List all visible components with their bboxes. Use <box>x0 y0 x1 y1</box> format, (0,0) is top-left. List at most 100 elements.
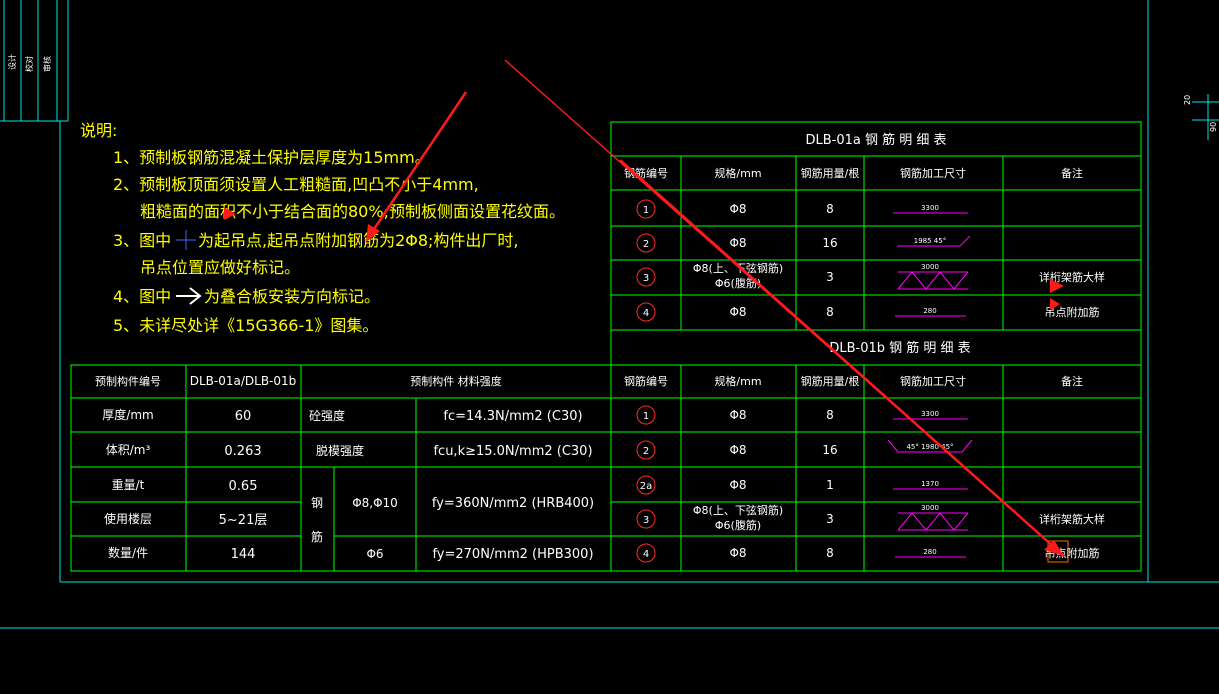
table-b-title: DLB-01b 钢 筋 明 细 表 <box>829 340 970 356</box>
row-thickness-value: 60 <box>235 409 252 424</box>
table-b-row2-spec: Φ8 <box>729 443 746 457</box>
row-weight-value: 0.65 <box>229 479 258 494</box>
steel-b-value: fy=270N/mm2 (HPB300) <box>432 547 593 562</box>
row-weight-label: 重量/t <box>112 478 145 492</box>
table-b-row4-spec2: Φ6(腹筋) <box>715 518 761 532</box>
table-a-row1-no: 1 <box>643 205 649 216</box>
table-a-header-note: 备注 <box>1061 166 1083 180</box>
truss-bar-shape <box>897 271 969 290</box>
left-title-strip: 设计 校对 审核 <box>7 54 52 72</box>
table-a-row3-spec2: Φ6(腹筋) <box>715 276 761 290</box>
table-b-row5-spec: Φ8 <box>729 546 746 560</box>
table-b-row4-shape: 3000 <box>921 504 939 512</box>
table-a-row3-no: 3 <box>643 273 649 284</box>
table-a-row2-spec: Φ8 <box>729 236 746 250</box>
annotation-arrow-shaft <box>370 91 468 233</box>
note-2: 2、预制板顶面须设置人工粗糙面,凹凸不小于4mm, <box>113 175 479 194</box>
table-b-row1-shape: 3300 <box>921 410 939 418</box>
red-marker-flag-icon <box>1050 279 1064 293</box>
table-a-row2-qty: 16 <box>822 236 837 250</box>
demold-strength-label: 脱模强度 <box>316 443 364 458</box>
table-b-header-no: 钢筋编号 <box>624 374 668 388</box>
install-direction-arrow-icon <box>176 287 202 305</box>
table-b-row5-qty: 8 <box>826 546 834 560</box>
drawing-frame <box>0 0 1219 629</box>
truss-bar-shape <box>897 512 969 531</box>
material-table: 预制构件编号 DLB-01a/DLB-01b 预制构件 材料强度 厚度/mm 6… <box>70 364 612 572</box>
table-a-row4-spec: Φ8 <box>729 305 746 319</box>
table-a-row4-shape: 280 <box>923 307 936 315</box>
steel-label-2: 筋 <box>311 529 323 544</box>
bar-mark-circle <box>636 440 656 460</box>
demold-strength-value: fcu,k≥15.0N/mm2 (C30) <box>433 444 592 459</box>
table-b-row3-qty: 1 <box>826 478 834 492</box>
table-a-row1-qty: 8 <box>826 202 834 216</box>
bent-bar-shape <box>887 439 973 453</box>
row-floors-label: 使用楼层 <box>104 511 152 526</box>
bent-bar-shape <box>897 235 971 247</box>
bar-mark-circle <box>636 405 656 425</box>
table-b-row4-no: 3 <box>643 515 649 526</box>
row-quantity-label: 数量/件 <box>108 545 148 560</box>
table-b-row4-note: 详桁架筋大样 <box>1039 512 1105 526</box>
table-b-row2-shape: 45° 1980 45° <box>906 443 953 451</box>
table-a-header-spec: 规格/mm <box>714 166 761 180</box>
table-b-header-spec: 规格/mm <box>714 374 761 388</box>
red-marker-flag-icon <box>224 207 236 220</box>
concrete-strength-label: 砼强度 <box>309 408 345 423</box>
table-a-row2-shape: 1985 45° <box>914 237 946 245</box>
table-a-header-shape: 钢筋加工尺寸 <box>900 166 966 180</box>
bar-mark-circle <box>636 475 656 495</box>
table-b-header-shape: 钢筋加工尺寸 <box>900 374 966 388</box>
table-b-row1-no: 1 <box>643 411 649 422</box>
table-b-row1-qty: 8 <box>826 408 834 422</box>
highlight-box <box>1047 540 1069 563</box>
table-b-row4-qty: 3 <box>826 512 834 526</box>
table-a-row3-spec: Φ8(上、下弦钢筋) <box>693 261 783 275</box>
table-a-row1-shape: 3300 <box>921 204 939 212</box>
note-3: 3、图中 <box>113 231 171 250</box>
table-a-row2-no: 2 <box>643 239 649 250</box>
table-a-row4-no: 4 <box>643 308 649 319</box>
strip-col-2: 校对 <box>24 56 34 72</box>
note-2b: 粗糙面的面积不小于结合面的80%;预制板侧面设置花纹面。 <box>140 202 565 221</box>
annotation-arrowhead-icon <box>366 224 380 242</box>
table-a-header-qty: 钢筋用量/根 <box>801 166 860 180</box>
rebar-table-a: DLB-01a 钢 筋 明 细 表 钢筋编号 规格/mm 钢筋用量/根 钢筋加工… <box>610 121 1142 331</box>
strip-col-3: 审核 <box>42 56 52 72</box>
note-1: 1、预制板钢筋混凝土保护层厚度为15mm。 <box>113 148 431 167</box>
bar-mark-circle <box>636 199 656 219</box>
strip-col-1: 设计 <box>7 54 17 70</box>
red-marker-flag-icon <box>1050 298 1060 310</box>
notes-block: 说明: 1、预制板钢筋混凝土保护层厚度为15mm。 2、预制板顶面须设置人工粗糙… <box>80 121 565 335</box>
dim-20: 20 <box>1183 95 1192 105</box>
table-a-row3-qty: 3 <box>826 270 834 284</box>
table-a-row4-note: 吊点附加筋 <box>1045 305 1100 319</box>
annotation-arrow-shaft <box>619 159 1065 557</box>
bar-mark-circle <box>636 302 656 322</box>
bar-mark-circle <box>636 233 656 253</box>
table-b-row3-no: 2a <box>640 481 653 492</box>
bar-mark-circle <box>636 543 656 563</box>
steel-label-1: 钢 <box>311 496 323 510</box>
concrete-strength-value: fc=14.3N/mm2 (C30) <box>443 409 582 424</box>
table-b-row2-no: 2 <box>643 446 649 457</box>
dim-90: 90 <box>1209 122 1218 132</box>
note-3-mid: 为起吊点,起吊点附加钢筋为2Φ8;构件出厂时, <box>198 231 519 250</box>
table-b-row3-shape: 1370 <box>921 480 939 488</box>
material-header-id: 预制构件编号 <box>95 374 161 388</box>
red-annotations <box>224 59 1065 557</box>
annotation-arrowhead-icon <box>1044 540 1064 556</box>
bar-mark-circle <box>636 509 656 529</box>
table-a-header-no: 钢筋编号 <box>624 166 668 180</box>
table-a-row3-shape: 3000 <box>921 263 939 271</box>
table-a-row3-note: 详桁架筋大样 <box>1039 270 1105 284</box>
steel-a-size: Φ8,Φ10 <box>352 496 398 510</box>
row-volume-value: 0.263 <box>224 444 261 459</box>
material-header-id-value: DLB-01a/DLB-01b <box>190 374 297 388</box>
note-3b: 吊点位置应做好标记。 <box>140 258 300 277</box>
table-a-row1-spec: Φ8 <box>729 202 746 216</box>
table-b-row5-no: 4 <box>643 549 649 560</box>
steel-a-value: fy=360N/mm2 (HRB400) <box>432 496 594 511</box>
